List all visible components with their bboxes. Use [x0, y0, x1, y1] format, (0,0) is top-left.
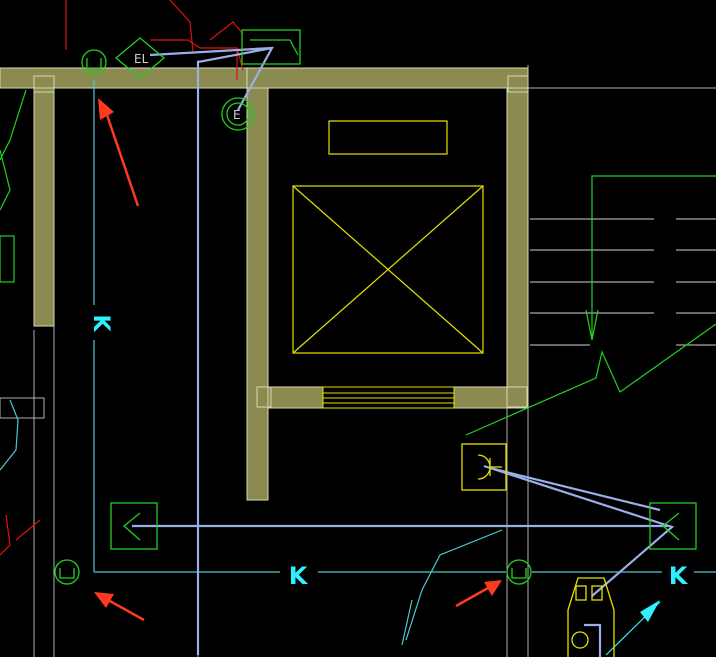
e-symbol-label: E — [233, 108, 241, 122]
walls — [0, 67, 529, 501]
double-junction-icon — [81, 49, 107, 75]
socket-icon — [461, 443, 507, 491]
wall-shaft-left — [246, 87, 269, 501]
grid-lines — [0, 60, 716, 657]
double-junction-icon — [506, 559, 532, 585]
wall-top-right — [246, 67, 529, 89]
switch-icon — [649, 502, 697, 550]
k-label-vertical: K — [88, 314, 113, 332]
k-label-right: K — [669, 562, 689, 590]
cyan-arrowhead — [640, 600, 660, 622]
stair-treads — [530, 218, 716, 346]
double-junction-icon — [54, 559, 80, 585]
arrow-icon — [94, 592, 145, 622]
emergency-light-icon — [114, 37, 166, 79]
wall-shaft-bottom-right — [453, 386, 508, 409]
elevator-car-icon — [292, 120, 484, 354]
blue-wiring — [132, 46, 675, 657]
fire-alarm-icon — [567, 577, 615, 657]
wall-left-column — [33, 87, 55, 327]
left-edge-symbols — [0, 89, 27, 283]
wall-shaft-bottom-left — [267, 386, 324, 409]
el-symbol-label: EL — [134, 52, 149, 66]
light-fixture-icon — [221, 97, 255, 131]
wall-shaft-right — [506, 87, 529, 409]
elevator-door — [322, 386, 455, 409]
stair-break-icon — [465, 175, 716, 436]
arrow-icon — [455, 580, 502, 608]
cyan-wiring — [0, 80, 716, 656]
wall-corner-marks — [33, 75, 529, 408]
switch-icon — [110, 502, 158, 550]
k-label-bottom: K — [289, 562, 309, 590]
arrow-icon — [98, 98, 140, 207]
wall-top-left — [0, 67, 248, 89]
exit-sign-icon — [241, 29, 301, 65]
